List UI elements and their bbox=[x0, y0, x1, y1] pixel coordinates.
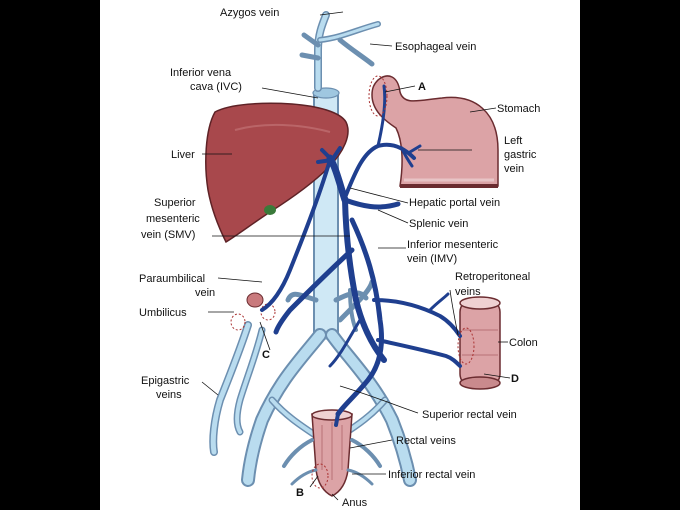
label-epigastric-line2: veins bbox=[156, 389, 182, 401]
superior-mesenteric-vein bbox=[342, 197, 387, 363]
inferior-mesenteric-vein bbox=[335, 217, 384, 417]
label-smv-line1: Superior bbox=[154, 197, 196, 209]
label-ivc-line1: Inferior vena bbox=[170, 67, 232, 79]
label-inferior-rectal-vein: Inferior rectal vein bbox=[388, 469, 475, 481]
stomach bbox=[371, 75, 499, 187]
label-smv-line3: vein (SMV) bbox=[141, 229, 195, 241]
label-esophageal-vein: Esophageal vein bbox=[395, 41, 476, 53]
anastomosis-site-a-marker bbox=[368, 75, 388, 117]
label-smv-line2: mesenteric bbox=[146, 213, 200, 225]
label-colon: Colon bbox=[509, 337, 538, 349]
label-ivc-line2: cava (IVC) bbox=[190, 81, 242, 93]
label-hepatic-portal-vein: Hepatic portal vein bbox=[409, 197, 500, 209]
superior-rectal-vein-portal bbox=[334, 412, 340, 427]
labels: Azygos vein Esophageal vein Inferior ven… bbox=[139, 7, 540, 509]
label-site-a: A bbox=[418, 81, 426, 93]
gallbladder bbox=[264, 205, 276, 215]
label-superior-rectal-vein: Superior rectal vein bbox=[422, 409, 517, 421]
label-splenic-vein: Splenic vein bbox=[409, 218, 468, 230]
leader-lines bbox=[201, 11, 511, 501]
splenic-vein bbox=[342, 197, 401, 210]
label-imv-line1: Inferior mesenteric bbox=[407, 239, 499, 251]
label-left-gastric-line2: gastric bbox=[504, 149, 537, 161]
label-stomach: Stomach bbox=[497, 103, 540, 115]
label-paraumbilical-line1: Paraumbilical bbox=[139, 273, 205, 285]
label-site-b: B bbox=[296, 487, 304, 499]
label-retroperitoneal-line1: Retroperitoneal bbox=[455, 271, 530, 283]
label-rectal-veins: Rectal veins bbox=[396, 435, 456, 447]
rectal-veins bbox=[282, 438, 382, 486]
liver bbox=[205, 102, 349, 244]
anastomosis-site-d-marker bbox=[457, 327, 475, 365]
umbilicus bbox=[230, 292, 276, 331]
paraumbilical-vein bbox=[260, 158, 332, 312]
label-azygos-vein: Azygos vein bbox=[220, 7, 279, 19]
label-left-gastric-line3: vein bbox=[504, 163, 524, 175]
rectum bbox=[311, 409, 353, 497]
label-left-gastric-line1: Left bbox=[504, 135, 522, 147]
label-imv-line2: vein (IMV) bbox=[407, 253, 457, 265]
label-anus: Anus bbox=[342, 497, 368, 509]
label-site-d: D bbox=[511, 373, 519, 385]
label-paraumbilical-line2: vein bbox=[195, 287, 215, 299]
label-epigastric-line1: Epigastric bbox=[141, 375, 190, 387]
portal-veins bbox=[260, 84, 462, 427]
label-retroperitoneal-line2: veins bbox=[455, 286, 481, 298]
colon bbox=[459, 296, 501, 390]
label-site-c: C bbox=[262, 349, 270, 361]
label-umbilicus: Umbilicus bbox=[139, 307, 187, 319]
anastomosis-site-b-marker bbox=[311, 463, 329, 489]
label-liver: Liver bbox=[171, 149, 195, 161]
esophageal-vein bbox=[337, 37, 375, 67]
